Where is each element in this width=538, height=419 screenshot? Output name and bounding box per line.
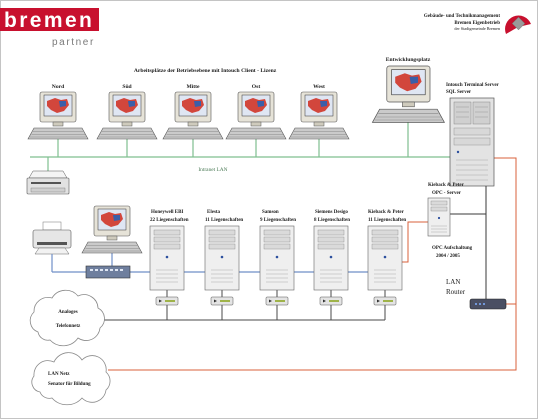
opc-link-line	[402, 221, 428, 263]
modem-icon	[373, 296, 397, 306]
workstation-sued: Süd	[96, 84, 158, 140]
controller-name: Honeywell EBI	[151, 210, 183, 215]
logo-background	[0, 8, 99, 31]
org-line-3: der Stadtgemeinde Bremen	[454, 26, 500, 31]
org-line-2: Bremen Eigenbetrieb	[454, 21, 500, 26]
controller-sites: 11 Liegenschaften	[368, 218, 406, 223]
controller-elesta: Elesta 11 Liegenschaften	[204, 210, 243, 306]
controller-kieback-peter: Kieback & Peter 11 Liegenschaften	[367, 210, 406, 306]
controller-sites: 11 Liegenschaften	[205, 218, 243, 223]
server-tower-icon	[313, 225, 349, 291]
bremen-partner-logo: bremen partner	[0, 8, 99, 48]
cloud-icon	[29, 289, 105, 347]
workstation-west: West	[288, 84, 350, 140]
workstation-label: Süd	[122, 84, 132, 90]
controller-sites: 9 Liegenschaften	[260, 218, 296, 223]
org-line-1: Gebäude- und Technikmanagement	[424, 14, 500, 19]
workstation-label: Nord	[52, 84, 65, 90]
logo-sub: partner	[52, 37, 95, 48]
controller-name: Samson	[262, 210, 279, 215]
diagram-title: Arbeitsplätze der Betriebsebene mit Into…	[134, 68, 277, 74]
modem-icon	[319, 296, 343, 306]
logo-word: bremen	[4, 9, 94, 32]
org-logo-icon	[505, 15, 531, 34]
development-station-label: Entwicklungsplatz	[386, 57, 431, 63]
lan-router: LAN Router	[446, 278, 507, 310]
server-tower-icon	[149, 225, 185, 291]
intranet-label: Intranet LAN	[198, 167, 227, 173]
workstation-ost: Ost	[225, 84, 287, 140]
controller-honeywell: Honeywell EBI 22 Liegenschaften	[149, 210, 189, 306]
modem-icon	[265, 296, 289, 306]
opc-note-line-1: OPC Aufschaltung	[432, 246, 473, 251]
router-icon	[469, 298, 507, 310]
controller-samson: Samson 9 Liegenschaften	[259, 210, 296, 306]
controller-siemens: Siemens Desigo 8 Liegenschaften	[313, 210, 350, 306]
workstation-label: West	[313, 84, 325, 90]
controller-sites: 8 Liegenschaften	[314, 218, 350, 223]
router-label-line-2: Router	[446, 288, 466, 296]
phone-cloud-line-1: Analoges	[58, 310, 78, 315]
workstation-label: Ost	[252, 84, 261, 90]
workstation-nord: Nord	[27, 84, 89, 140]
controller-sites: 22 Liegenschaften	[150, 218, 189, 223]
server-rack-icon	[449, 97, 495, 187]
lan-network-cloud: LAN Netz Senator für Bildung	[31, 352, 111, 406]
opc-server-vendor: Kieback & Peter	[428, 183, 465, 188]
network-switch	[85, 265, 131, 279]
opc-tower-icon	[427, 197, 451, 237]
server-tower-icon	[367, 225, 403, 291]
opc-server-label: OPC - Server	[432, 191, 462, 196]
server-tower-icon	[204, 225, 240, 291]
server-tower-icon	[259, 225, 295, 291]
controller-name: Siemens Desigo	[315, 210, 348, 215]
intranet-lan	[30, 122, 450, 172]
terminal-server: Intouch Terminal Server SQL Server	[446, 83, 500, 187]
terminal-server-label: Intouch Terminal Server	[446, 83, 500, 88]
router-label-line-1: LAN	[446, 278, 460, 286]
organisation-header: Gebäude- und Technikmanagement Bremen Ei…	[424, 14, 531, 34]
router-backbone	[450, 186, 487, 299]
wan-link	[108, 157, 517, 371]
modem-drops	[166, 290, 386, 320]
opc-server: Kieback & Peter OPC - Server OPC Aufscha…	[427, 183, 473, 259]
opc-note-line-2: 2004 / 2005	[436, 254, 460, 259]
wan-line-server	[108, 157, 517, 371]
modem-icon	[210, 296, 234, 306]
modem-icon	[155, 296, 179, 306]
lan-cloud-line-1: LAN Netz	[48, 372, 70, 377]
lan-cloud-line-2: Senator für Bildung	[48, 382, 91, 387]
phone-cloud-line-2: Telefonnetz	[56, 324, 81, 329]
telephone-line	[100, 290, 386, 321]
workstation-mitte: Mitte	[162, 84, 224, 140]
cloud-icon	[31, 352, 111, 406]
controller-name: Elesta	[207, 210, 221, 215]
field-printer	[32, 221, 72, 255]
development-station: Entwicklungsplatz	[371, 57, 445, 124]
phone-network-cloud: Analoges Telefonnetz	[29, 289, 105, 347]
sql-server-label: SQL Server	[446, 90, 472, 95]
controller-name: Kieback & Peter	[368, 210, 405, 215]
workstation-label: Mitte	[186, 84, 200, 90]
laser-printer	[26, 170, 70, 195]
